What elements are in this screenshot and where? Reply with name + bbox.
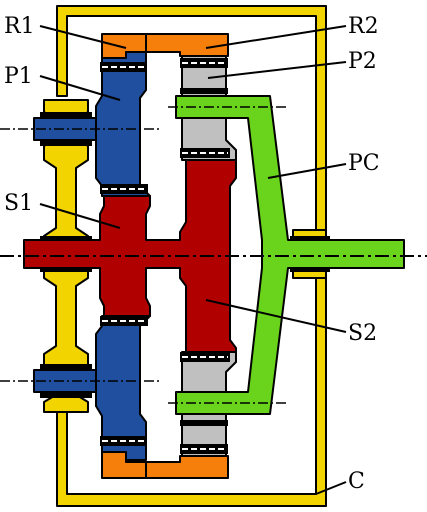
label-r1: R1 [4,14,35,39]
center-lines [0,106,427,404]
bearings [40,58,330,454]
planet-gear-p1 [33,51,151,461]
leader-lines [39,25,347,495]
label-pc: PC [348,151,380,176]
ring-gear-r2 [145,33,229,479]
label-p1: P1 [4,64,33,89]
label-p2: P2 [348,49,377,74]
label-s2: S2 [348,321,377,346]
label-s1: S1 [4,191,33,216]
label-r2: R2 [348,14,379,39]
label-c: C [348,469,365,494]
